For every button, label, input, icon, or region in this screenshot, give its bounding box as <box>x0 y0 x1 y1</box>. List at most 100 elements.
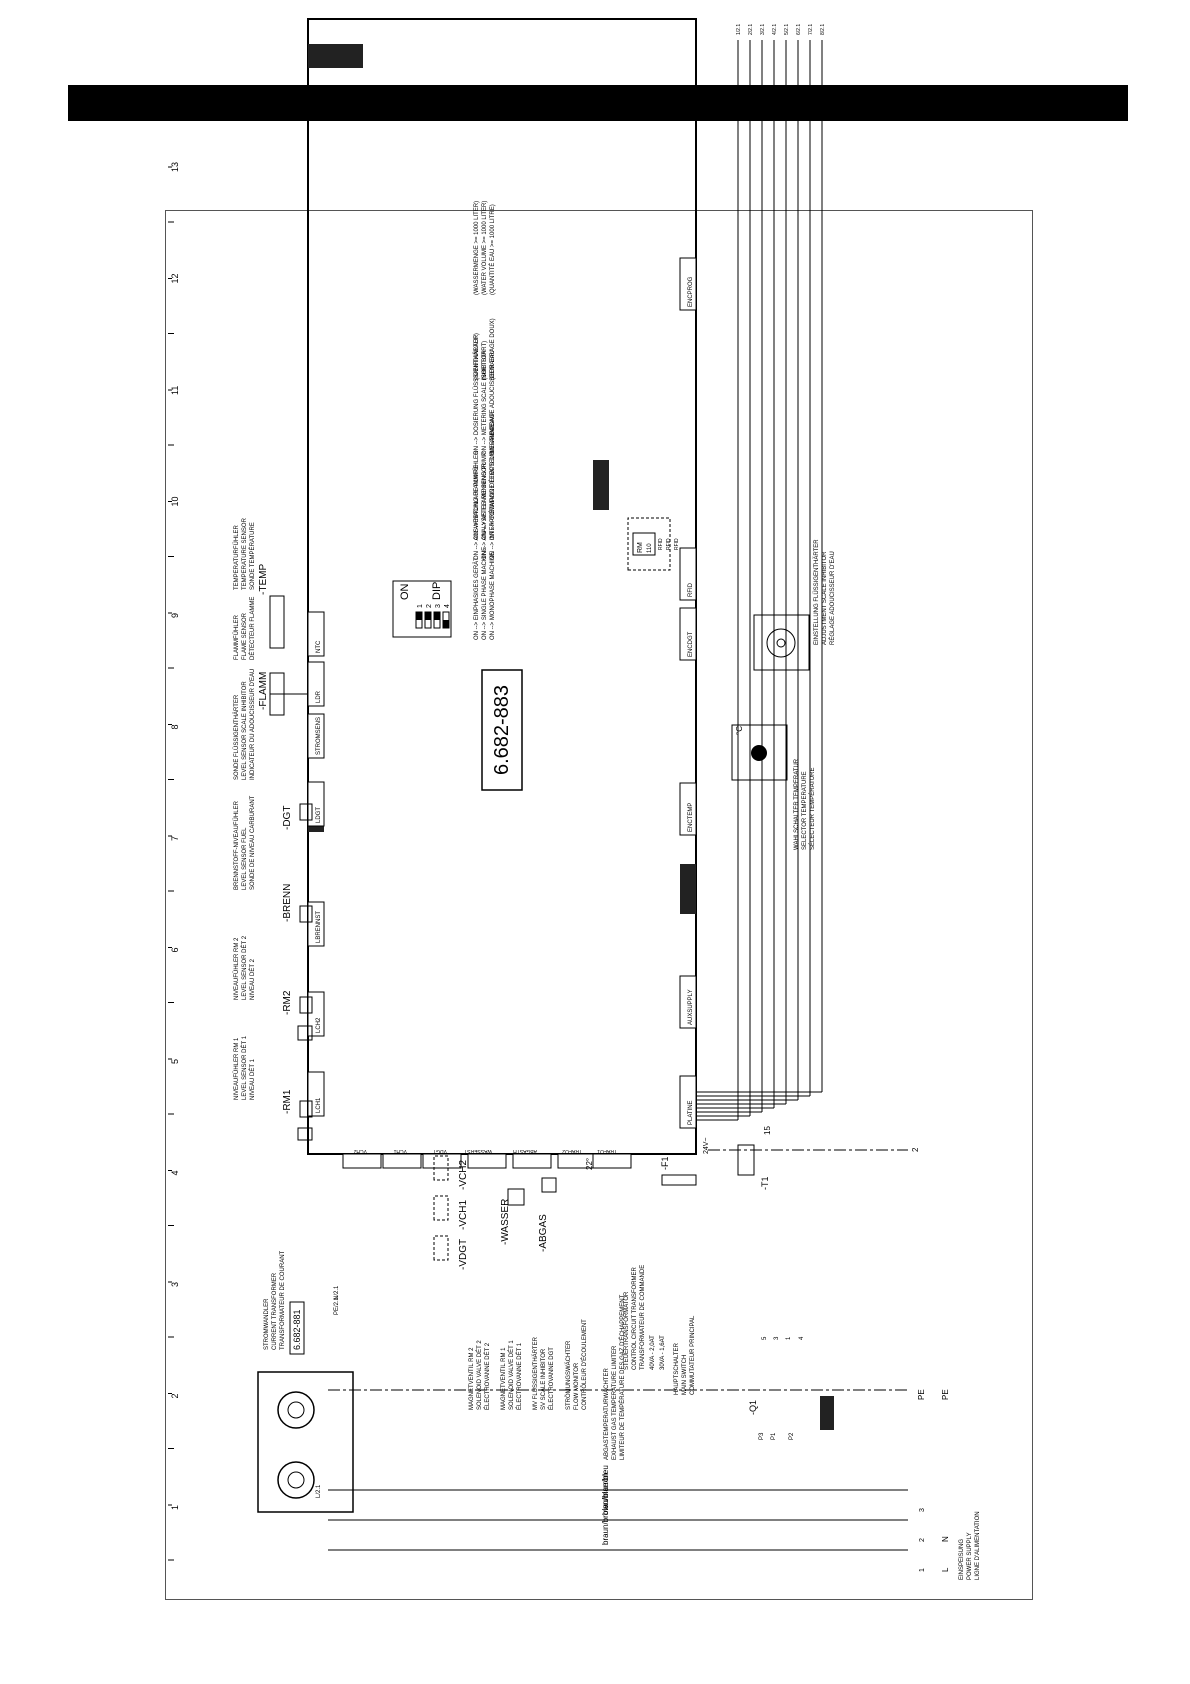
vdgt-line-3: ÉLECTROVANNE DGT <box>548 1347 555 1410</box>
dip-switch-lever <box>434 612 440 620</box>
power-supply: 1 2 3 PE L N PE EINSPEISUNG POWER SUPPLY… <box>917 1389 981 1580</box>
dip-switch-number: 2 <box>426 604 433 608</box>
dgt-line-3: INDICATEUR DU ADOUCISSEUR D'EAU <box>250 669 256 780</box>
connector-label: ENCTEMP <box>688 803 694 832</box>
rm1-line-2: LEVEL SENSOR DÉT 1 <box>241 1035 248 1100</box>
main-switch-line-1: HAUPTSCHALTER <box>674 1342 680 1395</box>
ct-coil-1 <box>277 1461 315 1499</box>
drawing-frame <box>165 210 1033 1600</box>
dgt-sensor: -DGT SONDE FLÜSSIGENTHÄRTER LEVEL SENSOR… <box>233 669 313 830</box>
valves: -VCH2 -VCH1 -VDGT MAGNETVENTIL RM 2 SOLE… <box>433 1155 555 1410</box>
ct-line-3: TRANSFORMATEUR DE COURANT <box>280 1250 286 1350</box>
exhaust-limiter: -ABGAS 22° ABGASTEMPERATURWÄCHTER EXHAUS… <box>538 1158 626 1460</box>
terminal-pe: PE/2.1 <box>334 1296 340 1315</box>
rfid-module: RM 110 RFID RFID RFID <box>627 517 680 571</box>
bus-terminal-label: 7/2.1 <box>808 24 814 35</box>
connector-label: TRAFO1 <box>597 1148 617 1154</box>
supply-label-n: N <box>941 1536 950 1542</box>
temp-selector-knob <box>751 745 767 761</box>
rm1-sensor: -RM1 NIVEAUFÜHLER RM 1 LEVEL SENSOR DÉT … <box>233 1035 313 1141</box>
wasser-line-2: FLOW MONITOR <box>574 1362 580 1410</box>
flow-monitor: -WASSER STRÖMUNGSWÄCHTER FLOW MONITOR CO… <box>500 1188 588 1410</box>
rm2-tag: -RM2 <box>282 990 293 1015</box>
rfid-module-tag: RM <box>637 542 644 553</box>
pe-wire-number: 2 <box>911 1147 920 1152</box>
connector-label: ENCPROG <box>688 276 694 307</box>
rfid-pin-3: RFID <box>674 538 680 550</box>
rfid-module-num: 110 <box>647 543 653 553</box>
connector-stromsens <box>307 713 325 759</box>
grid-number: 12 <box>170 273 180 283</box>
grid-number: 6 <box>170 947 180 952</box>
dip-desc-line: ON --> INTERPRÉTATION DÉTECTEUR FLAMME <box>489 424 496 560</box>
brenn-line-2: LEVEL SENSOR FUEL <box>242 827 248 890</box>
grid-number: 13 <box>170 162 180 172</box>
trafo-wire: 15 <box>763 1126 772 1135</box>
connector-label: VCH1 <box>393 1148 407 1154</box>
dip-desc-extra: (SOFTSTART) <box>482 341 488 380</box>
einst-line-1: EINSTELLUNG FLÜSSIGENTHÄRTER <box>813 539 820 645</box>
connector-vch2 <box>342 1153 382 1169</box>
temp-line-1: TEMPERATURFÜHLER <box>233 524 240 590</box>
trafo-rating-2: 30VA - 1,6AT <box>660 1335 666 1370</box>
connector-auxsupply <box>679 975 697 1029</box>
dip-switch-number: 4 <box>444 604 451 608</box>
supply-line-1: EINSPEISUNG <box>959 1539 965 1580</box>
bus-terminal-label: 6/2.1 <box>796 24 802 35</box>
transformer-core <box>737 1144 755 1176</box>
header-bar <box>68 85 1128 121</box>
rm1-line-3: NIVEAU DÉT 1 <box>249 1058 256 1100</box>
dip-desc-line: ON --> ANALYSIS FLAME SENSOR <box>482 462 488 560</box>
main-switch-line-3: COMMUTATEUR PRINCIPAL <box>690 1315 696 1395</box>
vch2-line-3: ÉLECTROVANNE DÉT 2 <box>484 1342 491 1410</box>
trafo-line-2: CONTROL CIRCUIT TRANSFORMER <box>632 1266 638 1370</box>
temp-tag: -TEMP <box>258 564 269 595</box>
grid-number: 9 <box>170 613 180 618</box>
trafo-line-1: STEUERTRANSFORMATOR <box>624 1291 630 1370</box>
blue-wire-label: blau/blue/bleu <box>601 1465 610 1515</box>
board-block <box>308 44 363 68</box>
ct-coil-2 <box>277 1391 315 1429</box>
bus-terminal-label: 3/2.1 <box>760 24 766 35</box>
ct-housing <box>257 1371 354 1513</box>
connector-wasserst <box>467 1153 507 1169</box>
connector-rfid <box>679 547 697 601</box>
scale-dial-ring <box>766 628 796 658</box>
einst-line-3: RÉGLAGE ADOUCISSEUR D'EAU <box>829 551 836 645</box>
connector-enctemp <box>679 782 697 836</box>
wahl-line-1: WAHLSCHALTER TEMPERATUR <box>794 758 800 850</box>
dip-desc-line: ON --> DOSIERUNG FLÜSSIGENTHÄRTER <box>473 334 480 455</box>
connector-abgasth <box>512 1153 552 1169</box>
main-switch-pin-p1: P1 <box>771 1432 777 1440</box>
connector-label: LBRENNST <box>316 911 322 943</box>
board-block <box>593 460 609 510</box>
temperature-selector: °C WAHLSCHALTER TEMPERATUR SELECTOR TEMP… <box>731 724 816 850</box>
fuse-tag: -F1 <box>660 1157 670 1171</box>
connector-label: WASSERST <box>464 1148 492 1154</box>
rfid-pin-1: RFID <box>658 538 664 550</box>
grid-number: 4 <box>170 1170 180 1175</box>
abgas-line-1: ABGASTEMPERATURWÄCHTER <box>603 1368 610 1460</box>
connector-label: VDGT <box>433 1148 447 1154</box>
dip-desc-line: ON --> MONOPHASE MACHINE <box>490 552 496 640</box>
temp-selector-housing <box>731 724 788 781</box>
connector-platine <box>679 1075 697 1129</box>
dip-housing <box>392 580 452 638</box>
bus-terminal-label: 2/2.1 <box>748 24 754 35</box>
supply-pe-short: PE <box>917 1389 926 1400</box>
dgt-tag: -DGT <box>282 806 293 830</box>
abgas-tag: -ABGAS <box>538 1214 549 1252</box>
bus-terminal-label: 4/2.1 <box>772 24 778 35</box>
flamm-tag: -FLAMM <box>258 672 269 710</box>
brenn-line-1: BRENNSTOFF-NIVEAUFÜHLER <box>233 800 240 890</box>
grid-number: 1 <box>170 1505 180 1510</box>
trafo-line-3: TRANSFORMATEUR DE COMMANDE <box>640 1265 646 1370</box>
flamm-sensor: -FLAMM FLAMMFÜHLER FLAME SENSOR DÉTECTEU… <box>233 597 308 716</box>
current-transformer: STROMWANDLER CURRENT TRANSFORMER TRANSFO… <box>257 1250 354 1513</box>
dip-desc-line: ON --> AFTER RUNNING PUMP <box>482 452 488 540</box>
brenn-sensor: -BRENN BRENNSTOFF-NIVEAUFÜHLER LEVEL SEN… <box>233 795 313 923</box>
bus-terminal-label: 1/2.1 <box>736 24 742 35</box>
temp-line-3: SONDE TEMPÉRATURE <box>249 522 256 590</box>
